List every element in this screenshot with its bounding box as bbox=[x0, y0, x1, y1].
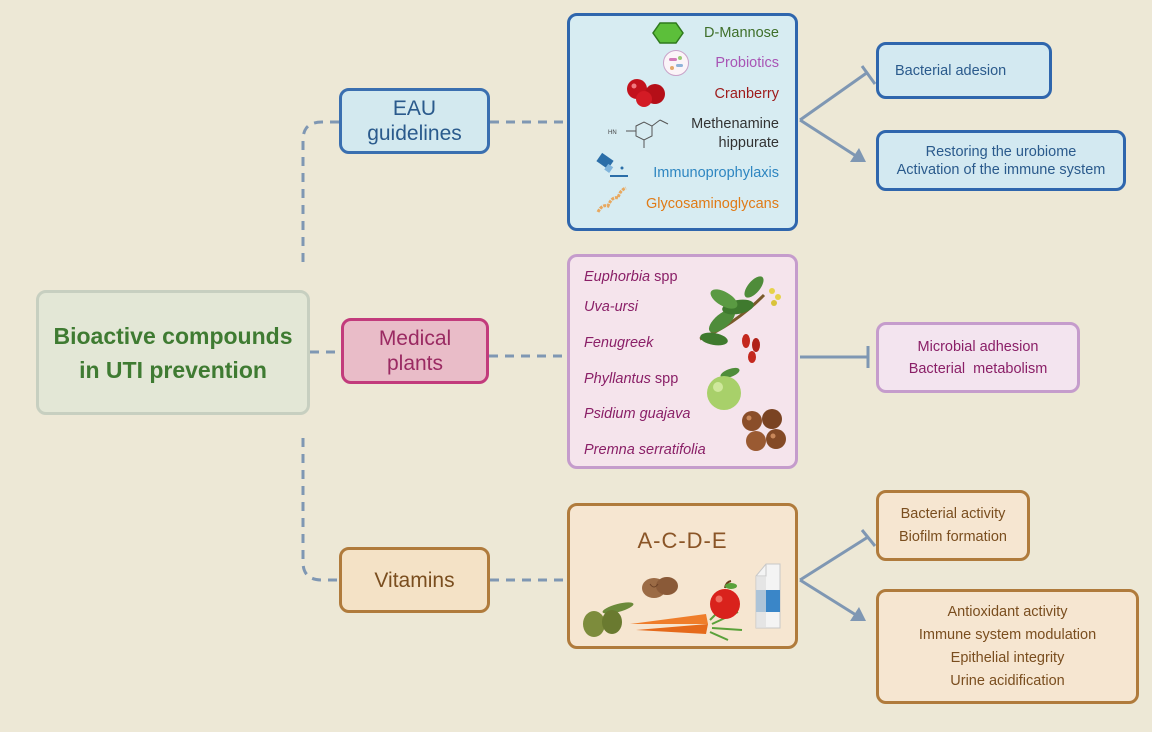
molecule-icon: HN bbox=[608, 119, 669, 148]
category-eau-line1: EAU bbox=[392, 97, 437, 120]
category-medical-plants: Medical plants bbox=[341, 318, 489, 384]
outcome-text: Bacterial metabolism bbox=[908, 360, 1048, 377]
root-title-line2: in UTI prevention bbox=[79, 356, 267, 383]
outcome-vitamins-benefits: Antioxidant activity Immune system modul… bbox=[876, 589, 1139, 704]
apple-icon bbox=[710, 580, 740, 619]
vitamins-title: A-C-D-E bbox=[637, 528, 728, 553]
walnut-icon bbox=[642, 577, 678, 598]
plant-branch-icon bbox=[699, 276, 781, 363]
immunoprophylaxis-label: Immunoprophylaxis bbox=[653, 165, 779, 181]
svg-text:HN: HN bbox=[608, 130, 617, 136]
outcome-text: Urine acidification bbox=[950, 672, 1065, 689]
category-vitamins-label: Vitamins bbox=[374, 568, 455, 592]
outcome-text: Antioxidant activity bbox=[947, 603, 1068, 620]
outcome-text: Bacterial adesion bbox=[895, 62, 1007, 79]
outcome-text: Activation of the immune system bbox=[896, 161, 1106, 178]
vit-promote-line bbox=[799, 578, 857, 617]
root-node: Bioactive compounds in UTI prevention bbox=[36, 290, 310, 415]
d-mannose-label: D-Mannose bbox=[704, 25, 779, 41]
eau-inhibit-bar bbox=[860, 65, 877, 85]
vit-inhibit-bar bbox=[860, 529, 877, 547]
outcome-text: Microbial adhesion bbox=[917, 338, 1039, 355]
outcome-text: Biofilm formation bbox=[899, 528, 1007, 545]
root-title-line1: Bioactive compounds bbox=[53, 322, 293, 349]
medical-plants-panel: Euphorbia spp Uva-ursi Fenugreek Phyllan… bbox=[567, 254, 798, 469]
category-eau-guidelines: EAU guidelines bbox=[339, 88, 490, 154]
probiotics-label: Probiotics bbox=[715, 55, 779, 71]
eau-inhibit-line bbox=[799, 70, 869, 122]
gag-chain-icon bbox=[596, 186, 627, 213]
category-plants-line1: Medical bbox=[378, 327, 452, 350]
milk-carton-icon bbox=[755, 563, 781, 629]
plant-item: Fenugreek bbox=[584, 335, 654, 351]
probiotics-icon bbox=[663, 50, 689, 76]
outcome-urobiome-immune: Restoring the urobiome Activation of the… bbox=[876, 130, 1126, 191]
glycosaminoglycans-label: Glycosaminoglycans bbox=[646, 196, 779, 212]
cranberry-label: Cranberry bbox=[714, 86, 779, 102]
spray-icon bbox=[596, 152, 628, 177]
outcome-plants-inhibition: Microbial adhesion Bacterial metabolism bbox=[876, 322, 1080, 393]
root-to-vitamins-link bbox=[301, 438, 339, 582]
outcome-vitamins-inhibition: Bacterial activity Biofilm formation bbox=[876, 490, 1030, 561]
guava-icon bbox=[707, 367, 741, 410]
olives-icon bbox=[583, 602, 634, 637]
eau-promote-line bbox=[799, 118, 857, 158]
hexagon-icon bbox=[652, 22, 684, 44]
outcome-text: Restoring the urobiome bbox=[925, 143, 1077, 160]
eau-promote-arrowhead bbox=[850, 148, 866, 162]
vit-inhibit-line bbox=[799, 535, 869, 582]
category-plants-line2: plants bbox=[386, 352, 444, 375]
outcome-text: Immune system modulation bbox=[918, 626, 1097, 643]
category-eau-line2: guidelines bbox=[367, 122, 462, 145]
vitamins-panel: A-C-D-E bbox=[567, 503, 798, 649]
outcome-text: Bacterial activity bbox=[900, 505, 1006, 522]
category-vitamins: Vitamins bbox=[339, 547, 490, 613]
plant-item: Phyllantus spp bbox=[584, 371, 679, 387]
cranberry-icon bbox=[627, 79, 665, 107]
methenamine-label-line2: hippurate bbox=[718, 135, 779, 151]
outcome-bacterial-adhesion: Bacterial adesion bbox=[876, 42, 1052, 99]
plant-item: Euphorbia spp bbox=[584, 269, 678, 285]
plant-item: Uva-ursi bbox=[584, 299, 638, 315]
methenamine-label-line1: Methenamine bbox=[691, 116, 779, 132]
outcome-text: Epithelial integrity bbox=[950, 649, 1065, 666]
plant-item: Psidium guajava bbox=[584, 406, 691, 422]
root-to-eau-link bbox=[301, 120, 339, 262]
seeds-icon bbox=[742, 409, 786, 451]
plant-item: Premna serratifolia bbox=[584, 442, 706, 458]
vit-promote-arrowhead bbox=[850, 607, 866, 621]
eau-compounds-panel: D-Mannose Probiotics Cranberry HN Methen… bbox=[567, 13, 798, 231]
